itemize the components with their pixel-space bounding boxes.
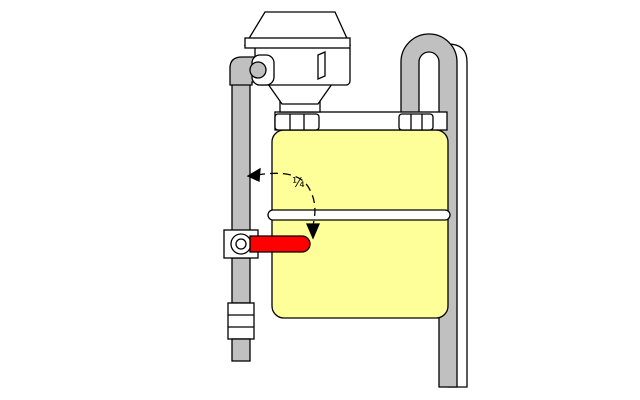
- arrow-head-down: [306, 223, 320, 240]
- inlet-pipe: [231, 81, 251, 233]
- meter-body: [271, 129, 449, 319]
- valve-handle[interactable]: [249, 235, 311, 253]
- quarter-turn-label: ¼: [292, 176, 305, 191]
- nut-left: [274, 113, 320, 131]
- arrow-head-left: [246, 167, 261, 182]
- meter-strap: [267, 209, 451, 221]
- nut-right: [398, 113, 434, 131]
